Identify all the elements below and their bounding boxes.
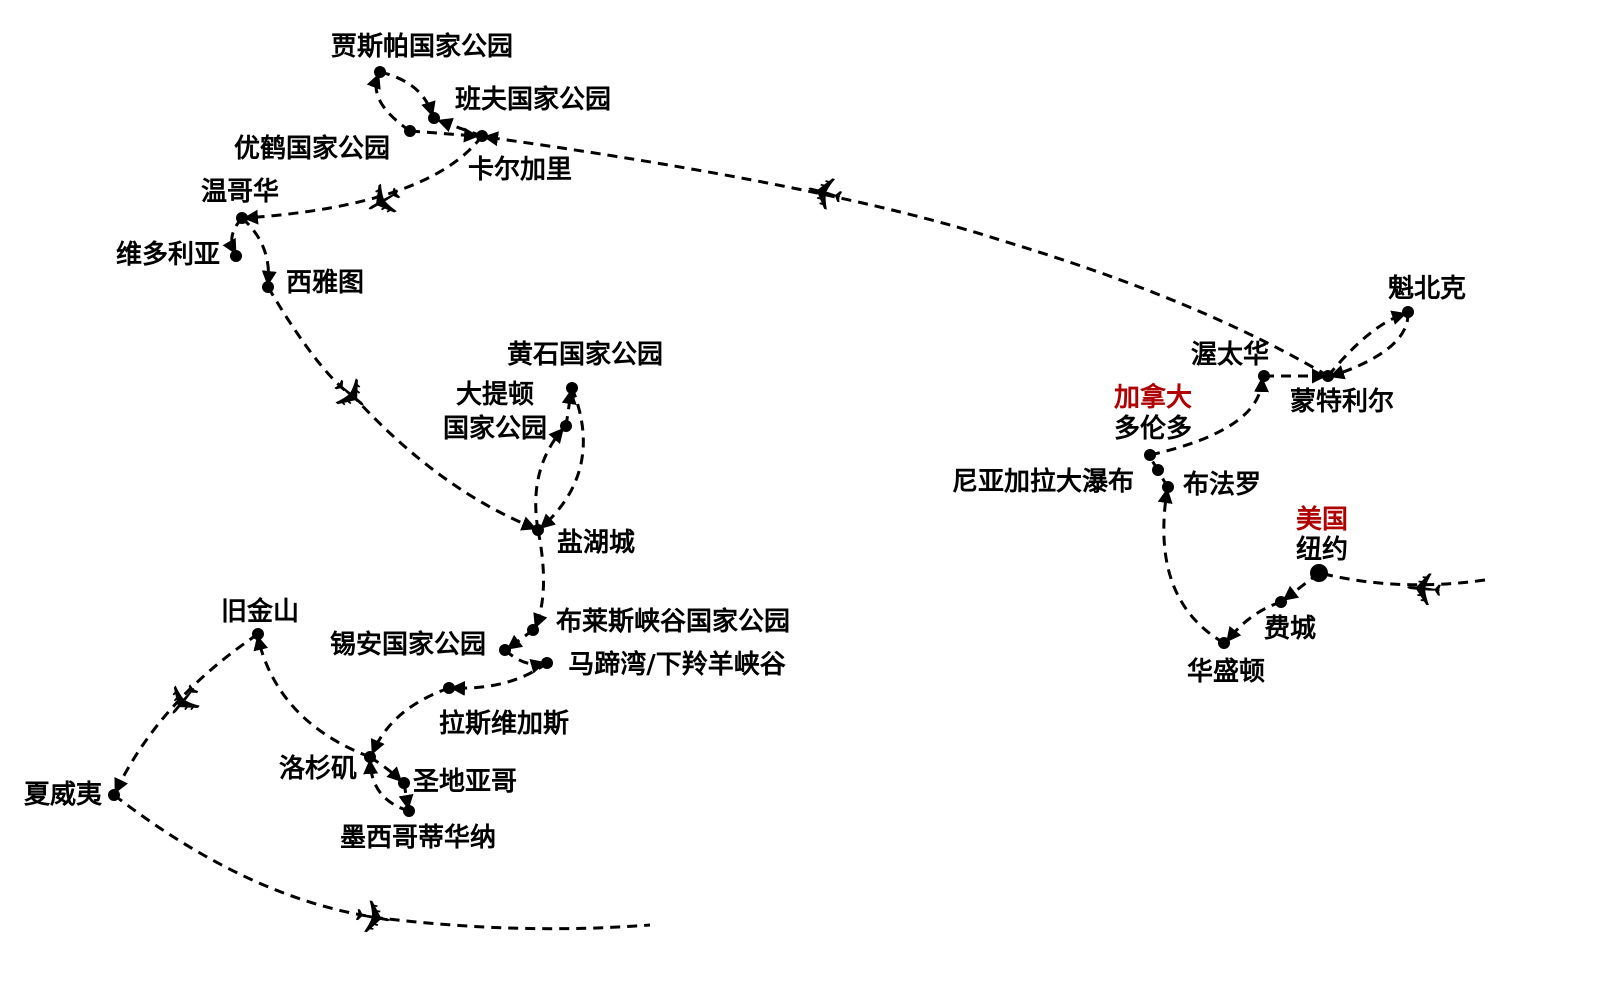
route-calgary-vancouver	[243, 135, 484, 225]
route-tijuana-losangeles	[363, 759, 410, 813]
route-vancouver-seattle	[240, 216, 277, 286]
city-label-new-york: 纽约	[1296, 534, 1348, 565]
country-label-usa: 美国	[1296, 504, 1348, 535]
airplane-icon: ✈	[349, 888, 396, 948]
route-yellowstone-saltlake	[539, 387, 585, 530]
city-labels: 贾斯帕国家公园 班夫国家公园 优鹤国家公园 卡尔加里 温哥华 维多利亚 西雅图 …	[24, 31, 1466, 853]
route-montreal-calgary	[483, 131, 1329, 378]
route-philadelphia-washington	[1226, 600, 1282, 643]
route-zion-horseshoe	[503, 648, 546, 674]
airplane-icon: ✈	[150, 668, 216, 732]
airplane-icon: ✈	[353, 167, 413, 233]
city-label-toronto: 多伦多	[1114, 413, 1192, 444]
city-label-grand-teton-line2: 国家公园	[443, 413, 547, 444]
city-label-horseshoe: 马蹄湾/下羚羊峡谷	[568, 649, 786, 680]
city-label-las-vegas: 拉斯维加斯	[439, 708, 569, 739]
route-jasper-banff	[379, 70, 436, 117]
route-lasvegas-losangeles	[370, 686, 450, 755]
city-label-buffalo: 布法罗	[1183, 470, 1261, 500]
routes	[113, 70, 1486, 931]
city-label-philadelphia: 费城	[1264, 614, 1316, 644]
route-horseshoe-lasvegas	[450, 661, 548, 696]
city-label-banff: 班夫国家公园	[455, 84, 611, 115]
city-label-zion: 锡安国家公园	[330, 629, 486, 660]
route-seattle-saltlake	[266, 286, 537, 531]
city-label-ottawa: 渥太华	[1191, 339, 1269, 370]
city-label-tijuana: 墨西哥蒂华纳	[340, 822, 496, 853]
country-label-canada: 加拿大	[1114, 382, 1192, 413]
route-montreal-quebec	[1326, 310, 1407, 377]
city-label-yoho: 优鹤国家公园	[234, 133, 390, 164]
city-label-san-francisco: 旧金山	[221, 596, 299, 627]
route-sanfrancisco-hawaii	[114, 632, 259, 794]
city-label-hawaii: 夏威夷	[24, 779, 102, 810]
route-yoho-calgary	[409, 127, 479, 143]
route-toronto-ottawa	[1149, 377, 1270, 457]
route-hawaii-departure	[113, 793, 651, 931]
city-label-grand-teton-line1: 大提顿	[456, 380, 534, 410]
route-saltlake-bryce	[533, 529, 548, 629]
route-washington-buffalo	[1157, 488, 1225, 645]
route-losangeles-sanfrancisco	[253, 635, 371, 759]
city-label-los-angeles: 洛杉矶	[279, 753, 357, 784]
city-label-vancouver: 温哥华	[201, 176, 279, 207]
city-label-bryce: 布莱斯峡谷国家公园	[556, 606, 790, 637]
city-label-seattle: 西雅图	[286, 268, 364, 298]
city-label-yellowstone: 黄石国家公园	[507, 339, 663, 370]
city-label-salt-lake-city: 盐湖城	[557, 528, 635, 558]
route-saltlake-grandteton	[534, 427, 564, 531]
airplane-icon: ✈	[1402, 559, 1445, 616]
city-label-niagara: 尼亚加拉大瀑布	[952, 466, 1134, 497]
city-label-victoria: 维多利亚	[116, 239, 220, 270]
city-label-montreal: 蒙特利尔	[1290, 386, 1394, 417]
city-label-jasper: 贾斯帕国家公园	[331, 31, 513, 62]
city-dots	[108, 66, 1414, 817]
route-yoho-jasper	[366, 73, 411, 133]
city-label-quebec: 魁北克	[1388, 273, 1466, 304]
route-quebec-montreal	[1329, 311, 1410, 380]
airplane-icon: ✈	[799, 161, 850, 223]
city-label-washington: 华盛顿	[1187, 656, 1265, 687]
city-label-san-diego: 圣地亚哥	[413, 767, 517, 797]
route-arrival-newyork	[1323, 572, 1486, 587]
city-label-calgary: 卡尔加里	[468, 154, 572, 185]
